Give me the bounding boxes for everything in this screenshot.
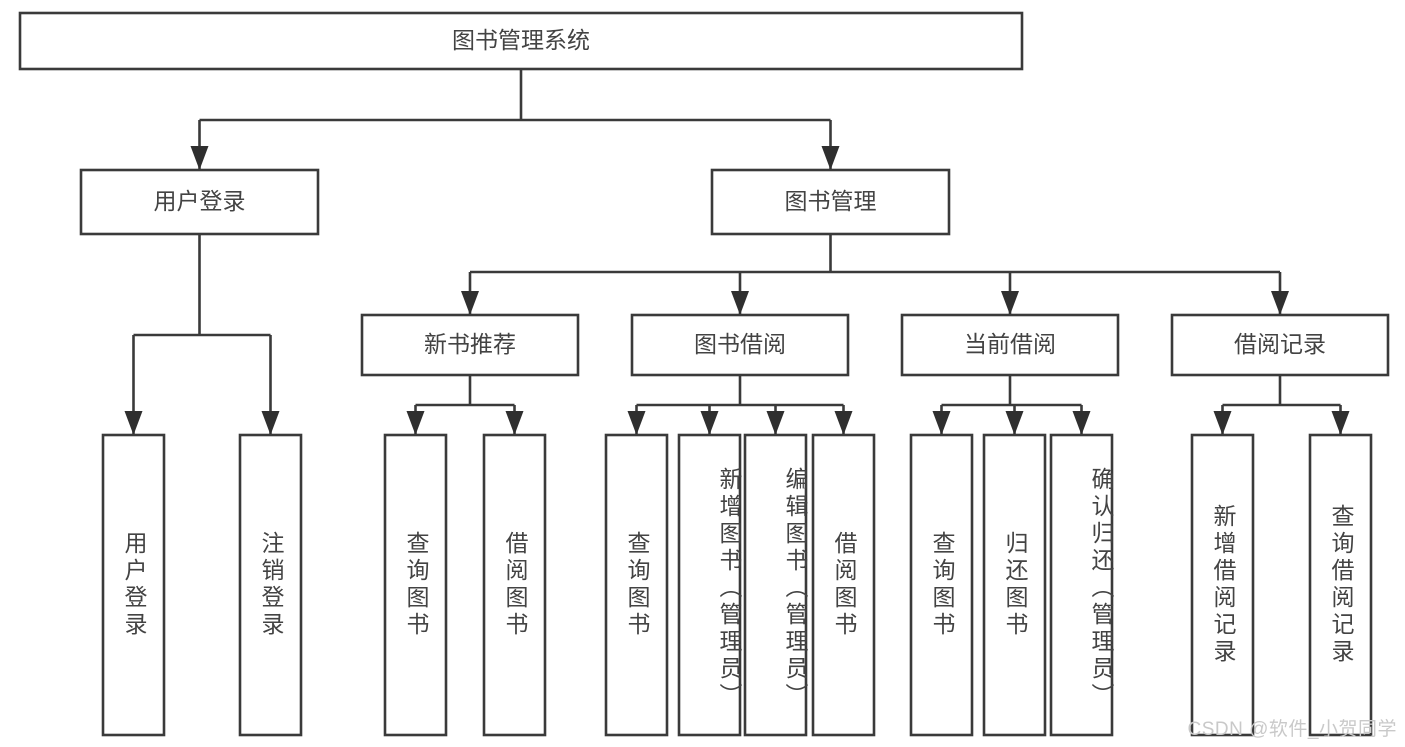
arrow-head-user-login — [190, 146, 209, 170]
arrow-head-new-book-recommend — [461, 291, 479, 315]
arrow-head-leaf-edit-book — [766, 411, 785, 435]
arrow-head-leaf-query-record — [1331, 411, 1350, 435]
node-label-book-manage: 图书管理 — [785, 188, 877, 214]
node-box-leaf-return-book[interactable] — [982, 433, 1047, 737]
node-box-leaf-confirm-return[interactable] — [1049, 433, 1114, 737]
arrow-head-leaf-return-book — [1005, 411, 1024, 435]
node-box-leaf-user-login[interactable] — [101, 433, 166, 737]
arrow-head-leaf-add-record — [1213, 411, 1232, 435]
arrow-head-leaf-user-login — [124, 411, 143, 435]
arrow-head-leaf-add-book — [700, 411, 719, 435]
arrow-head-leaf-query-book-2 — [627, 411, 646, 435]
node-box-borrow-record[interactable] — [1170, 313, 1390, 377]
connectors-layer — [124, 69, 1350, 435]
node-box-leaf-query-book-3[interactable] — [909, 433, 974, 737]
arrow-head-leaf-borrow-book-1 — [505, 411, 524, 435]
node-label-book-borrow: 图书借阅 — [694, 331, 786, 357]
arrow-head-leaf-confirm-return — [1072, 411, 1091, 435]
node-label-new-book-recommend: 新书推荐 — [424, 331, 516, 357]
node-box-leaf-borrow-book-2[interactable] — [811, 433, 876, 737]
node-box-leaf-query-record[interactable] — [1308, 433, 1373, 737]
node-box-leaf-logout[interactable] — [238, 433, 303, 737]
node-box-leaf-add-book[interactable] — [677, 433, 742, 737]
arrow-head-book-borrow — [731, 291, 749, 315]
node-box-book-manage[interactable] — [710, 168, 951, 236]
node-box-current-borrow[interactable] — [900, 313, 1120, 377]
node-box-leaf-borrow-book-1[interactable] — [482, 433, 547, 737]
node-box-root[interactable] — [18, 11, 1024, 71]
csdn-watermark: CSDN @软件_小贺同学 — [1187, 719, 1397, 740]
node-box-book-borrow[interactable] — [630, 313, 850, 377]
node-label-user-login: 用户登录 — [154, 188, 246, 214]
arrow-head-book-manage — [821, 146, 840, 170]
arrow-head-leaf-query-book-3 — [932, 411, 951, 435]
node-box-user-login[interactable] — [79, 168, 320, 236]
node-box-leaf-query-book-2[interactable] — [604, 433, 669, 737]
arrow-head-leaf-logout — [261, 411, 280, 435]
node-box-leaf-add-record[interactable] — [1190, 433, 1255, 737]
node-box-new-book-recommend[interactable] — [360, 313, 580, 377]
node-box-leaf-query-book-1[interactable] — [383, 433, 448, 737]
node-label-root: 图书管理系统 — [452, 27, 590, 53]
arrow-head-borrow-record — [1271, 291, 1289, 315]
arrow-head-current-borrow — [1001, 291, 1019, 315]
node-label-current-borrow: 当前借阅 — [964, 331, 1056, 357]
arrow-head-leaf-borrow-book-2 — [834, 411, 853, 435]
boxes-layer — [18, 11, 1390, 737]
node-box-leaf-edit-book[interactable] — [743, 433, 808, 737]
arrow-head-leaf-query-book-1 — [406, 411, 425, 435]
node-label-borrow-record: 借阅记录 — [1234, 331, 1326, 357]
